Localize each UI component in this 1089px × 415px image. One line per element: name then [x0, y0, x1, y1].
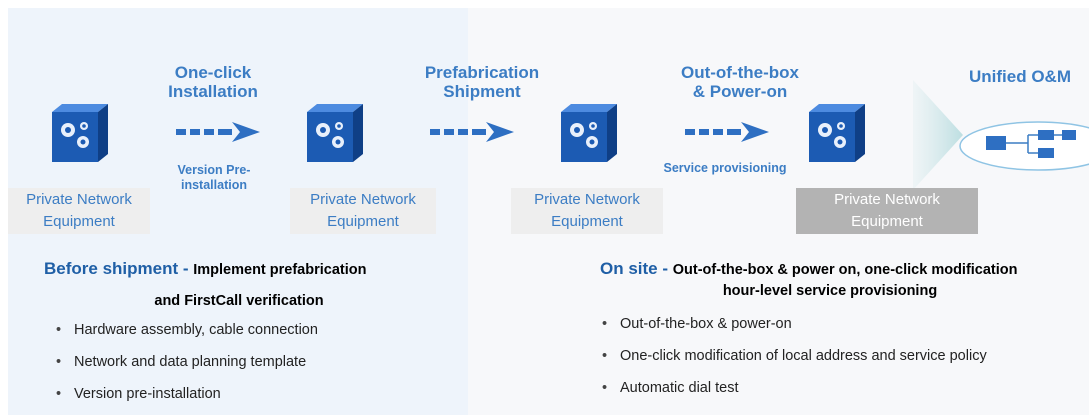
equipment-cube-icon: [809, 104, 865, 162]
bullet-item: Network and data planning template: [52, 346, 318, 378]
equipment-label-line2: Equipment: [327, 213, 399, 230]
equipment-box: Private Network Equipment: [290, 188, 436, 234]
step-1-label-line1: One-click: [174, 63, 252, 82]
equipment-box: Private Network Equipment: [511, 188, 663, 234]
step-1-sublabel: Version Pre- installation: [158, 163, 270, 193]
equipment-label-line1: Private Network: [26, 191, 132, 208]
on-site-desc-line1: Out-of-the-box & power on, one-click mod…: [672, 262, 1018, 278]
equipment-label-line1: Private Network: [534, 191, 640, 208]
step-1-sublabel-line2: installation: [181, 178, 247, 192]
bullet-item: Out-of-the-box & power-on: [598, 308, 987, 340]
on-site-title: On site - Out-of-the-box & power on, one…: [600, 258, 1089, 281]
dashed-arrow-icon: [176, 122, 260, 142]
unified-om-label: Unified O&M: [969, 67, 1071, 86]
step-2-label-line2: Shipment: [443, 82, 521, 101]
step-2-label-line1: Prefabrication: [424, 63, 540, 82]
step-2-label: Prefabrication Shipment: [407, 63, 557, 101]
equipment-label-line1: Private Network: [310, 191, 416, 208]
equipment-label-line2: Equipment: [851, 213, 923, 230]
equipment-box: Private Network Equipment: [8, 188, 150, 234]
on-site-bullet-list: Out-of-the-box & power-on One-click modi…: [598, 308, 987, 404]
transition-funnel-shape: [913, 80, 963, 190]
on-site-desc-line2: hour-level service provisioning: [722, 283, 938, 299]
bullet-item: Automatic dial test: [598, 372, 987, 404]
equipment-cube-icon: [52, 104, 108, 162]
before-shipment-desc-line2: and FirstCall verification: [154, 293, 324, 309]
equipment-label-line1: Private Network: [834, 191, 940, 208]
step-3-label: Out-of-the-box & Power-on: [660, 63, 820, 101]
step-3-sublabel: Service provisioning: [663, 161, 787, 175]
step-1-label: One-click Installation: [148, 63, 278, 101]
bullet-item: One-click modification of local address …: [598, 340, 987, 372]
step-3-label-line1: Out-of-the-box: [680, 63, 800, 82]
bullet-item: Version pre-installation: [52, 378, 318, 410]
dashed-arrow-icon: [685, 122, 769, 142]
step-1-label-line2: Installation: [168, 82, 258, 101]
before-shipment-bullet-list: Hardware assembly, cable connection Netw…: [52, 314, 318, 410]
equipment-label-line2: Equipment: [43, 213, 115, 230]
dashed-arrow-icon: [430, 122, 514, 142]
step-3-label-line2: & Power-on: [692, 82, 788, 101]
step-1-sublabel-line1: Version Pre-: [177, 163, 251, 177]
before-shipment-title: Before shipment - Implement prefabricati…: [44, 258, 444, 281]
equipment-cube-icon: [561, 104, 617, 162]
equipment-label-line2: Equipment: [551, 213, 623, 230]
equipment-box-highlighted: Private Network Equipment: [796, 188, 978, 234]
equipment-cube-icon: [307, 104, 363, 162]
before-shipment-desc-line1: Implement prefabrication: [193, 262, 367, 278]
bullet-item: Hardware assembly, cable connection: [52, 314, 318, 346]
before-shipment-heading: Before shipment -: [44, 259, 194, 278]
on-site-heading: On site -: [600, 259, 673, 278]
unified-om-cloud-icon: [959, 121, 1089, 171]
